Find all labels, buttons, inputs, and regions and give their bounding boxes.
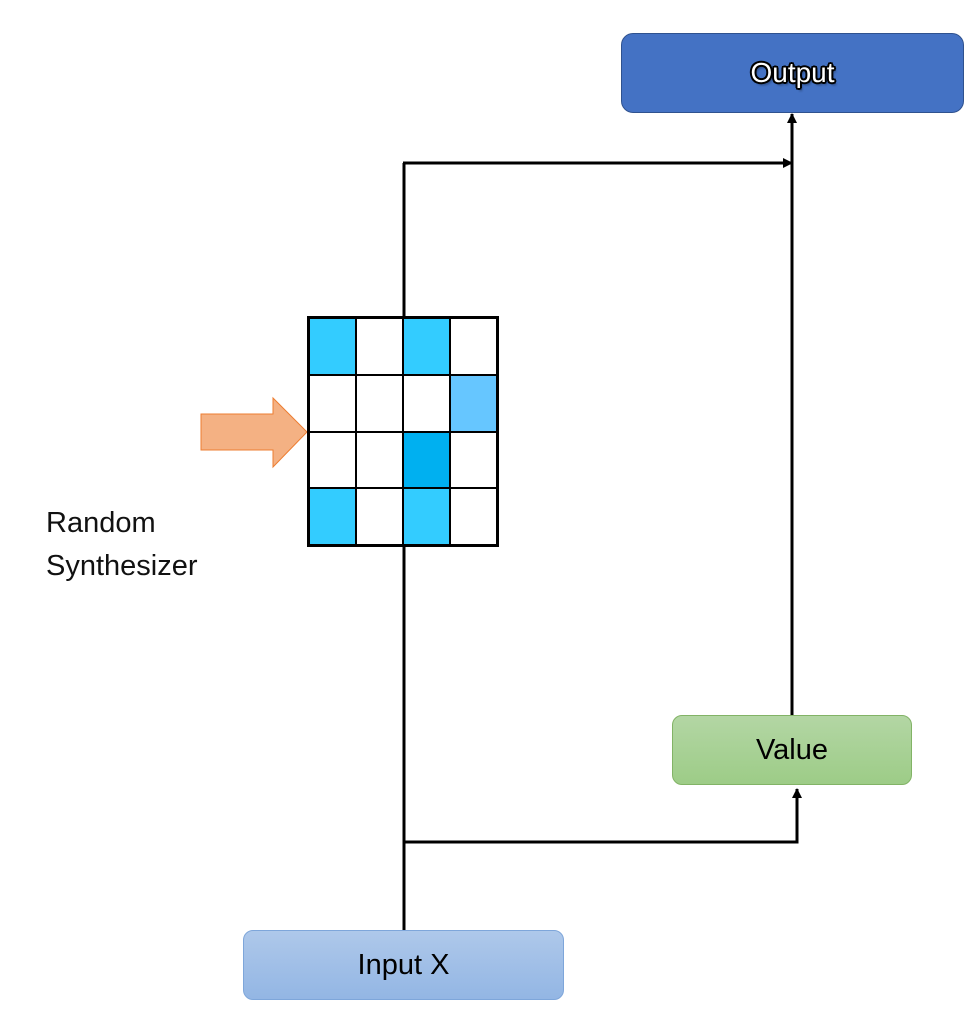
label-line-1: Random <box>46 507 156 539</box>
value-node: Value <box>672 715 912 785</box>
grid-cell-2-1 <box>356 431 403 489</box>
grid-cell-0-0 <box>309 318 356 375</box>
grid-cell-3-3 <box>450 488 497 545</box>
grid-cell-1-3 <box>450 374 497 432</box>
random-synthesizer-label: Random Synthesizer <box>46 502 198 588</box>
input-node: Input X <box>243 930 564 1000</box>
grid-cell-2-3 <box>450 431 497 489</box>
grid-cell-3-2 <box>403 488 450 545</box>
grid-cell-1-2 <box>403 374 450 432</box>
random-synthesizer-grid <box>307 316 499 547</box>
output-label: Output <box>750 57 835 88</box>
grid-cell-1-1 <box>356 374 403 432</box>
grid-cell-3-1 <box>356 488 403 545</box>
output-node: Output <box>621 33 964 113</box>
input-to-value-arrow <box>403 788 802 844</box>
grid-cell-0-2 <box>403 318 450 375</box>
input-label: Input X <box>357 948 450 981</box>
grid-cell-2-2 <box>403 431 450 489</box>
grid-cell-0-1 <box>356 318 403 375</box>
grid-cell-0-3 <box>450 318 497 375</box>
grid-cell-2-0 <box>309 431 356 489</box>
grid-cell-1-0 <box>309 374 356 432</box>
grid-cell-3-0 <box>309 488 356 545</box>
synthesizer-arrow-icon <box>200 396 308 469</box>
label-line-2: Synthesizer <box>46 550 198 582</box>
value-label: Value <box>755 733 829 766</box>
